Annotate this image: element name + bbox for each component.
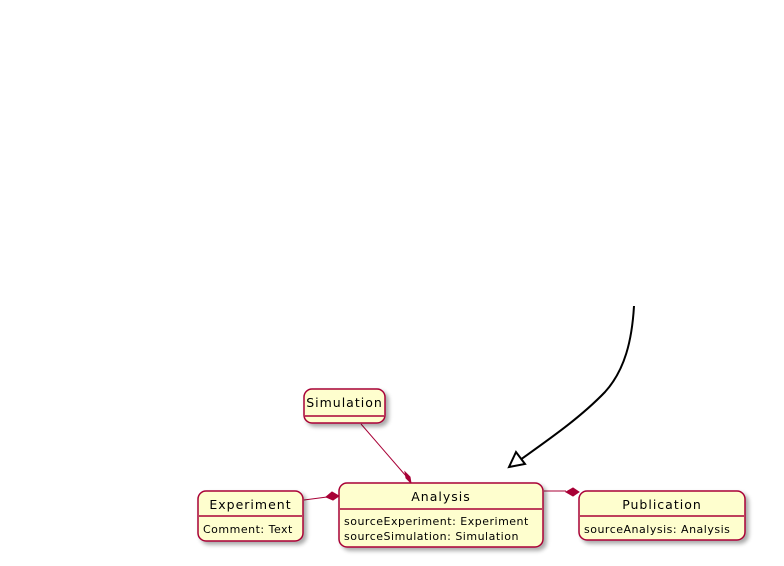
node-title-publication: Publication xyxy=(622,497,702,512)
class-node-experiment[interactable] xyxy=(197,490,304,542)
composition-diamond-simulation xyxy=(404,470,412,485)
composition-diamond-experiment xyxy=(325,491,340,501)
node-field-analysis-0: sourceExperiment: Experiment xyxy=(344,515,529,528)
link-experiment-analysis xyxy=(303,496,328,501)
class-node-publication[interactable] xyxy=(578,490,746,541)
composition-diamond-publication xyxy=(564,487,580,497)
class-node-simulation[interactable] xyxy=(303,388,386,424)
node-field-publication-0: sourceAnalysis: Analysis xyxy=(584,523,730,536)
node-field-experiment-0: Comment: Text xyxy=(203,523,293,536)
link-simulation-analysis xyxy=(360,423,407,477)
node-field-analysis-1: sourceSimulation: Simulation xyxy=(344,530,519,543)
node-title-analysis: Analysis xyxy=(411,489,471,504)
inheritance-arrow-head xyxy=(507,450,527,469)
node-title-simulation: Simulation xyxy=(306,395,383,410)
node-title-experiment: Experiment xyxy=(209,497,291,512)
inheritance-curve xyxy=(519,305,635,461)
class-node-analysis[interactable] xyxy=(338,482,544,548)
